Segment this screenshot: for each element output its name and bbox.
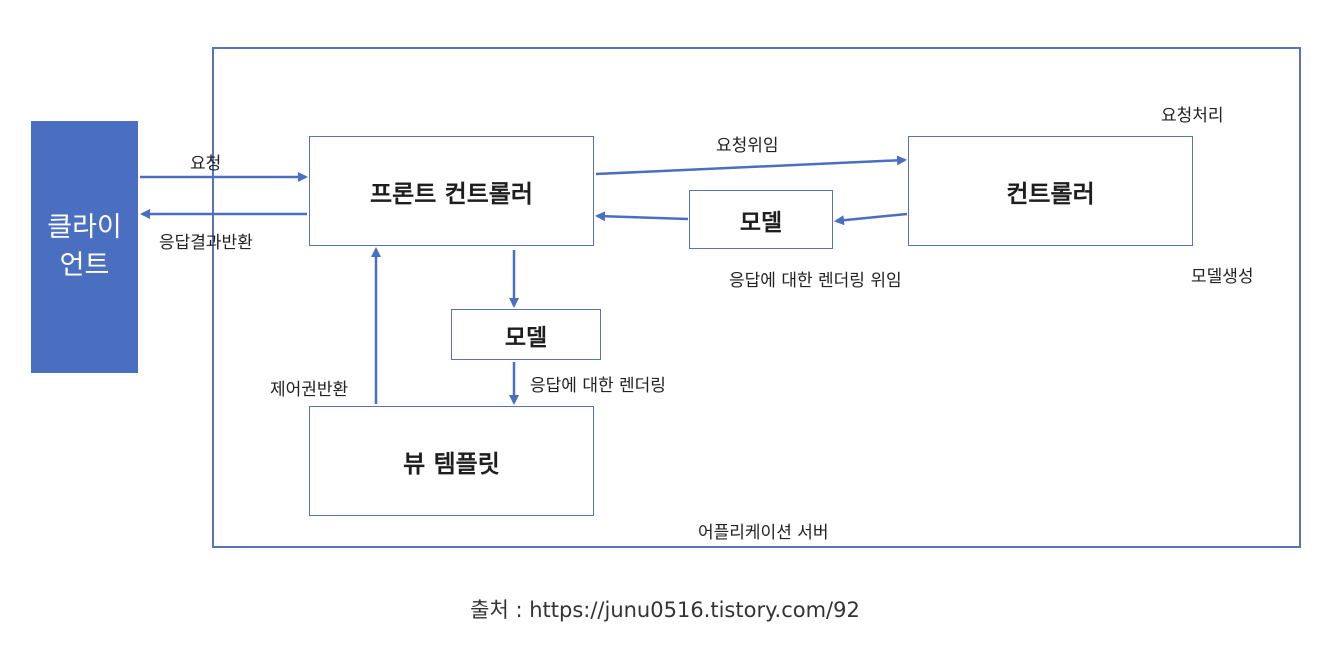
client-label-line1: 클라이 [47, 212, 122, 243]
view-template-box: 뷰 템플릿 [309, 406, 594, 516]
model-box-top: 모델 [689, 190, 833, 249]
controller-box: 컨트롤러 [908, 136, 1193, 246]
label-create-model: 모델생성 [1191, 267, 1254, 287]
label-request: 요청 [190, 154, 222, 174]
model-mid-label: 모델 [504, 324, 548, 351]
source-caption: 출처 : https://junu0516.tistory.com/92 [470, 598, 860, 622]
label-delegate-render: 응답에 대한 렌더링 위임 [729, 271, 902, 291]
view-template-label: 뷰 템플릿 [403, 449, 500, 478]
label-response-return: 응답결과반환 [159, 233, 253, 253]
label-render: 응답에 대한 렌더링 [530, 376, 666, 396]
client-label-line2: 언트 [59, 250, 110, 281]
arrow-controller-to-model [834, 212, 908, 226]
label-delegate-request: 요청위임 [716, 136, 779, 156]
arrow-delegate-request [595, 155, 907, 176]
controller-label: 컨트롤러 [1006, 179, 1095, 208]
model-top-label: 모델 [739, 209, 783, 236]
application-server-frame [212, 47, 1301, 548]
label-application-server: 어플리케이션 서버 [698, 523, 829, 543]
front-controller-box: 프론트 컨트롤러 [309, 136, 594, 246]
label-process-request: 요청처리 [1161, 106, 1224, 126]
front-controller-label: 프론트 컨트롤러 [370, 179, 533, 208]
client-block: 클라이 언트 [31, 121, 138, 373]
model-box-middle: 모델 [451, 309, 601, 360]
arrow-model-to-front [595, 211, 689, 222]
label-return-control: 제어권반환 [270, 380, 349, 400]
